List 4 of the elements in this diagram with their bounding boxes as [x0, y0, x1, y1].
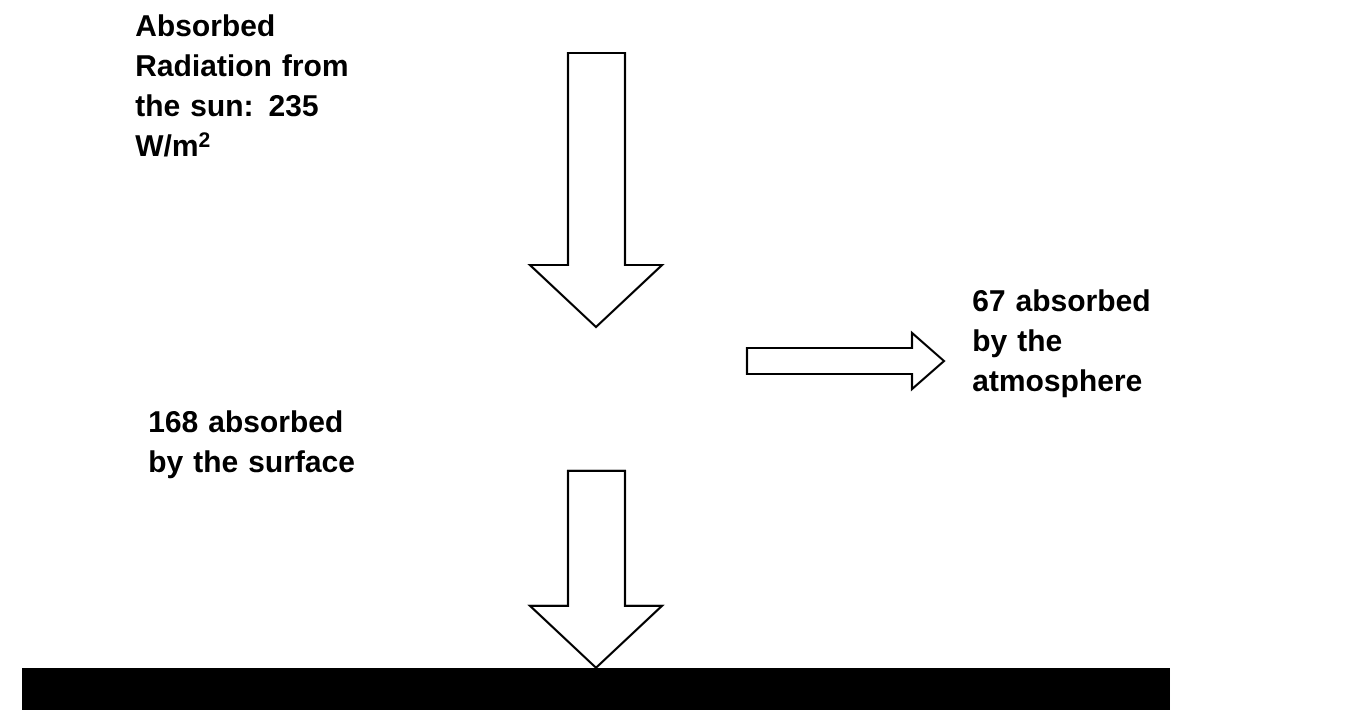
label-text: Absorbed Radiation from the sun: 235 W/m$^{2}$	[135, 14, 347, 157]
ground-bar	[22, 668, 1170, 710]
label-text: 168 absorbed by the surface	[150, 410, 354, 479]
label-text: 67 absorbed by the atmosphere	[973, 289, 1149, 398]
